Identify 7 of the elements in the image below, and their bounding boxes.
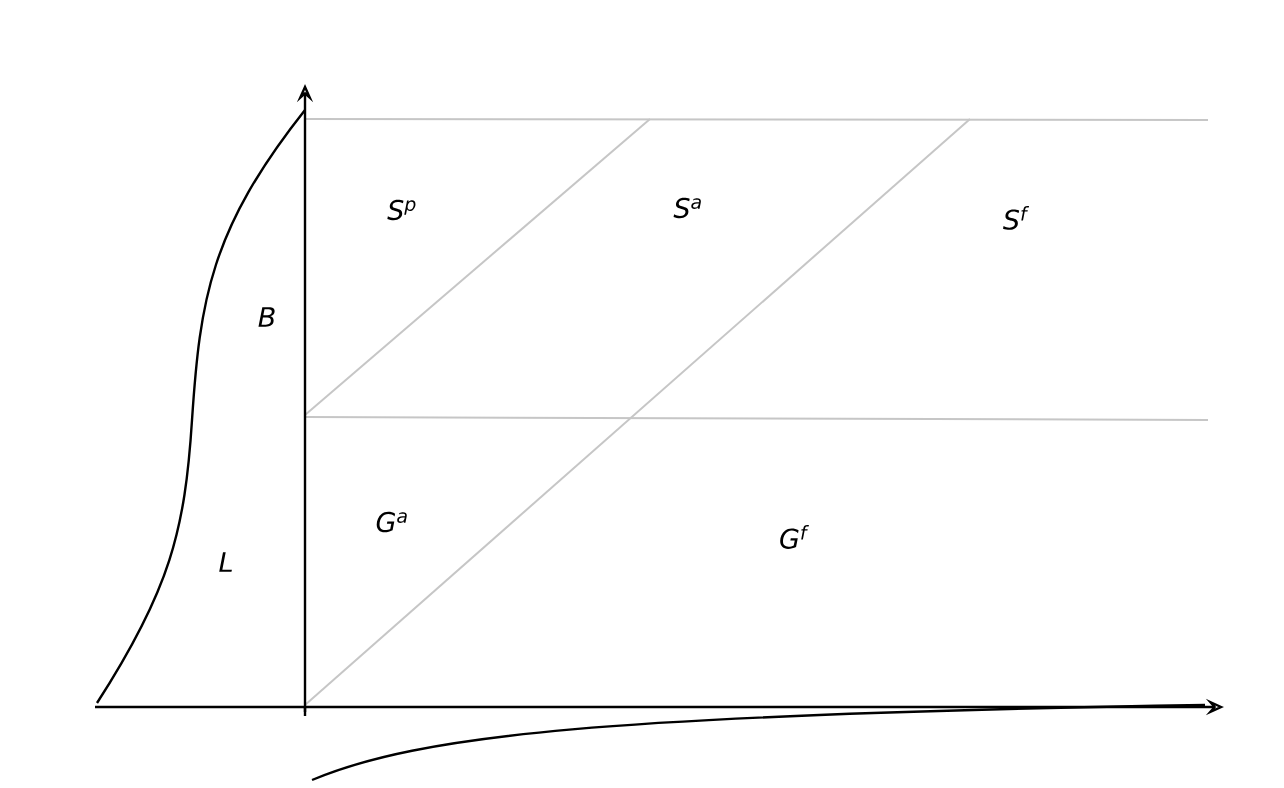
region-label: S$^{a}$ [673,197,701,219]
region-label: L [219,552,232,572]
region-label: B [258,307,275,327]
region-label: G$^{f}$ [780,525,809,549]
region-label: S$^{f}$ [1003,206,1030,230]
region-label: S$^{p}$ [387,199,416,221]
region-label: G$^{a}$ [376,511,407,533]
